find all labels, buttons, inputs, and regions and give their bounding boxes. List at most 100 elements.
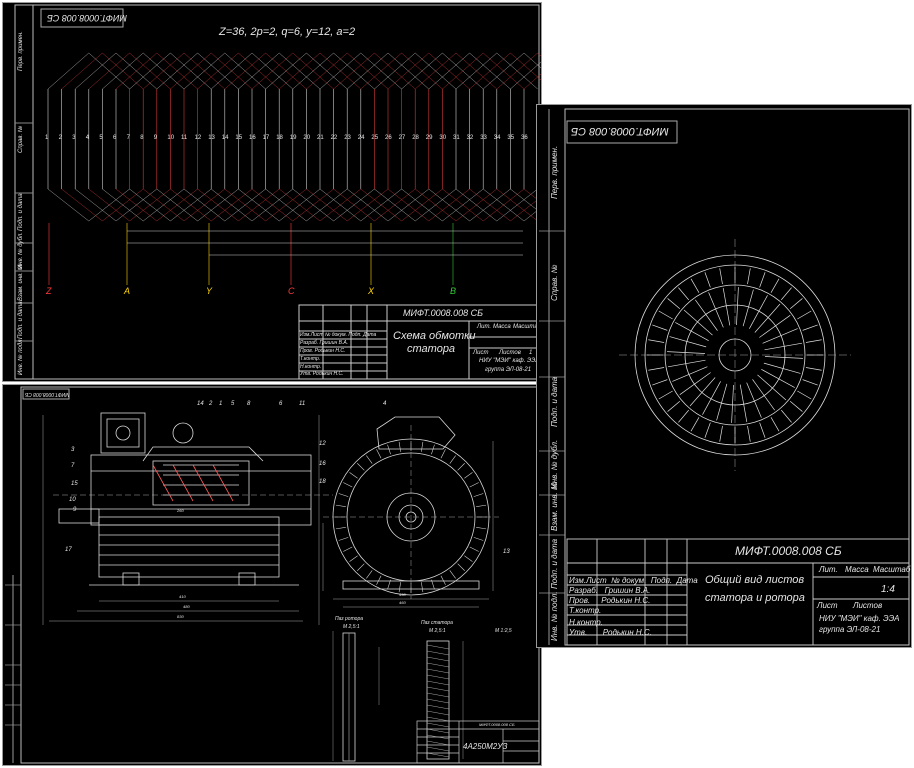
coil-end-top [306, 52, 389, 90]
coil-end-bottom [374, 188, 457, 222]
winding-stamp-code: МИФТ.0008.008 СБ [47, 13, 127, 23]
fin [376, 575, 382, 585]
lam-tb-code: МИФТ.0008.008 СБ [735, 544, 842, 558]
fin [464, 555, 473, 562]
coil-end-top [333, 52, 416, 90]
callout-7: 7 [71, 463, 75, 469]
slot-number: 2 [58, 135, 62, 141]
general-title-block-frame [416, 720, 540, 764]
coil-end-bottom [401, 188, 484, 222]
hatch-line [426, 710, 450, 716]
side-label-orig-inv: Инв. № подл. [18, 337, 24, 375]
coil-end-bottom [360, 188, 443, 222]
winding-formula: Z=36, 2p=2, q=6, y=12, a=2 [219, 26, 356, 38]
callout-13: 13 [503, 549, 510, 555]
hatch-line [426, 644, 450, 650]
hatch-line [426, 704, 450, 710]
fin [469, 546, 479, 552]
coil-end-bottom [455, 188, 538, 222]
fin [398, 441, 401, 452]
fin [457, 463, 465, 471]
hatch-line [426, 668, 450, 674]
winding-bus [127, 230, 523, 256]
coil-end-bottom [347, 188, 429, 222]
fin [421, 441, 424, 452]
slot-number: 20 [303, 135, 311, 141]
coil-end-top [401, 52, 484, 90]
rotor-slot [689, 377, 716, 407]
slot-number: 14 [221, 135, 229, 141]
general-assembly-sheet: МИФТ.0008.008 СБ 14 2 1 5 8 6 11 4 3 7 1… [2, 384, 542, 766]
winding-tb-sheets-value: 1 [529, 350, 533, 356]
slot-number: 23 [344, 135, 351, 141]
rotor-slot [683, 309, 713, 336]
lam-side-sign-date: Подп. и дата [550, 376, 559, 427]
stator-slot [690, 278, 700, 293]
coil-end-top [523, 73, 541, 90]
slot-number: 6 [113, 135, 117, 141]
lamination-stamp-code: МИФТ.0008.008 СБ [571, 125, 669, 137]
stator-slot [678, 287, 689, 301]
rotor-slot [749, 295, 768, 329]
stator-slot [652, 324, 668, 331]
rotor-slot [739, 384, 748, 423]
coil-end-bottom [197, 188, 280, 222]
lam-tb-group: группа ЭЛ-08-21 [819, 625, 881, 634]
lam-tb-sheets: Листов [853, 601, 883, 610]
stator-slot [667, 298, 681, 309]
coil-end-top [251, 52, 334, 90]
winding-tb-scale: Масштаб [513, 324, 542, 330]
fin [469, 482, 479, 488]
hatch-line [426, 728, 450, 734]
terminal-label: C [288, 286, 295, 296]
coil-end-bottom [88, 188, 171, 222]
fin [457, 563, 465, 571]
coil-end-top [197, 52, 280, 90]
coil-end-bottom [333, 188, 416, 222]
lam-tb-scale: Масштаб [873, 565, 911, 574]
coil-end-top [170, 52, 253, 90]
hatch-line [426, 680, 450, 686]
winding-title-block-frame [298, 304, 540, 380]
fin [473, 537, 484, 541]
stator-slot [648, 339, 665, 343]
coil-end-bottom [306, 188, 389, 222]
winding-tb-title-1: Схема обмотки [393, 330, 476, 342]
coil-end-top [156, 52, 239, 90]
slot-number: 35 [507, 135, 515, 141]
callout-5: 5 [231, 401, 235, 407]
callout-16: 16 [319, 461, 326, 467]
scale-note: М 1:2,5 [495, 628, 512, 634]
coil-end-bottom [469, 188, 541, 222]
fin [387, 579, 391, 590]
slot-number: 29 [425, 135, 433, 141]
rotor-slot [752, 379, 775, 411]
fin [387, 444, 391, 455]
coil-end-top [510, 61, 541, 90]
winding-coils [47, 52, 541, 285]
slot-number: 26 [385, 135, 392, 141]
lam-tb-lit: Лит. [819, 565, 838, 574]
lam-tb-title-2: статора и ротора [705, 592, 805, 604]
slot-number: 15 [235, 135, 243, 141]
slot-number: 21 [317, 135, 324, 141]
rotor-slot [764, 356, 803, 359]
slot-number: 9 [153, 135, 158, 141]
lam-tb-row-developer: Разраб. Гришин В.А. [569, 586, 651, 595]
coil-end-bottom [211, 188, 293, 222]
lam-tb-mass: Масса [845, 565, 869, 574]
slot-number: 8 [140, 135, 144, 141]
stator-slot [667, 401, 681, 412]
lam-tb-org: НИУ "МЭИ" каф. ЭЭА [819, 614, 900, 623]
fin [343, 482, 353, 488]
coil-end-bottom [251, 188, 334, 222]
coil-end-bottom [129, 188, 212, 222]
dim-480: 480 [183, 604, 190, 609]
hatch-line [426, 674, 450, 680]
rotor-slot [763, 362, 801, 374]
stator-slot-hatch [426, 644, 450, 758]
lam-tb-sheet: Лист [817, 601, 838, 610]
coil-end-top [387, 52, 470, 90]
lam-side-sign-date-2: Подп. и дата [550, 538, 559, 589]
coil-end-bottom [442, 188, 525, 222]
